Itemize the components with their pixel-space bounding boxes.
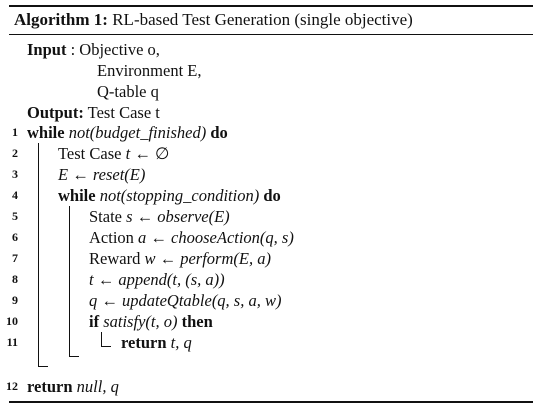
code-variable: q bbox=[89, 291, 98, 310]
return-keyword: return bbox=[121, 333, 167, 352]
then-keyword: then bbox=[181, 312, 213, 331]
code-variable: t bbox=[125, 144, 131, 163]
line-number: 10 bbox=[6, 314, 18, 328]
line-number: 12 bbox=[6, 379, 18, 393]
code-line-6: Action a ← chooseAction(q, s) bbox=[89, 227, 294, 248]
code-variable: a bbox=[138, 228, 147, 247]
input-line: Input : Objective o, bbox=[27, 39, 160, 60]
code-text: State bbox=[89, 207, 127, 226]
code-variable: s bbox=[126, 207, 133, 226]
input-keyword: Input bbox=[27, 40, 67, 59]
code-expression: ← observe(E) bbox=[132, 207, 230, 226]
code-line-9: q ← updateQtable(q, s, a, w) bbox=[89, 290, 281, 311]
if-keyword: if bbox=[89, 312, 100, 331]
return-keyword: return bbox=[27, 377, 73, 396]
inner-while-block-bar bbox=[69, 206, 70, 356]
line-number: 6 bbox=[12, 230, 18, 244]
code-line-11: return t, q bbox=[121, 332, 192, 353]
while-block-end bbox=[38, 366, 48, 367]
caption-title: RL-based Test Generation (single objecti… bbox=[107, 10, 413, 29]
top-rule bbox=[9, 5, 533, 7]
code-line-7: Reward w ← perform(E, a) bbox=[89, 248, 271, 269]
return-values: null, q bbox=[72, 377, 119, 396]
while-block-bar bbox=[38, 143, 39, 366]
loop-condition: not(budget_finished) bbox=[64, 123, 211, 142]
code-line-5: State s ← observe(E) bbox=[89, 206, 230, 227]
line-number: 7 bbox=[12, 251, 18, 265]
output-line: Output: Test Case t bbox=[27, 102, 160, 123]
line-number: 1 bbox=[12, 125, 18, 139]
code-line-3: E ← reset(E) bbox=[58, 164, 145, 185]
code-variable: t bbox=[89, 270, 94, 289]
code-expression: ← perform(E, a) bbox=[155, 249, 271, 268]
line-number: 11 bbox=[6, 335, 18, 349]
line-number: 3 bbox=[12, 167, 18, 181]
code-line-2: Test Case t ← ∅ bbox=[58, 143, 169, 164]
caption-rule bbox=[9, 34, 533, 35]
algorithm-caption: Algorithm 1: RL-based Test Generation (s… bbox=[14, 9, 413, 31]
code-expression: ← updateQtable(q, s, a, w) bbox=[97, 291, 282, 310]
return-values: t, q bbox=[166, 333, 192, 352]
bottom-rule bbox=[9, 401, 533, 403]
code-expression: ← reset(E) bbox=[68, 165, 146, 184]
loop-condition: not(stopping_condition) bbox=[95, 186, 264, 205]
code-line-1: while not(budget_finished) do bbox=[27, 122, 228, 143]
line-number: 4 bbox=[12, 188, 18, 202]
while-keyword: while bbox=[27, 123, 65, 142]
caption-label: Algorithm 1: bbox=[14, 10, 108, 29]
code-line-4: while not(stopping_condition) do bbox=[58, 185, 281, 206]
code-variable: w bbox=[144, 249, 156, 268]
do-keyword: do bbox=[210, 123, 228, 142]
input-item-qtable: Q-table q bbox=[97, 82, 159, 101]
input-item-environment: Environment E, bbox=[97, 61, 202, 80]
code-line-12: return null, q bbox=[27, 376, 119, 397]
output-text: Test Case t bbox=[83, 103, 160, 122]
code-variable: E bbox=[58, 165, 69, 184]
line-number: 2 bbox=[12, 146, 18, 160]
code-line-10: if satisfy(t, o) then bbox=[89, 311, 213, 332]
do-keyword: do bbox=[263, 186, 281, 205]
code-line-8: t ← append(t, (s, a)) bbox=[89, 269, 225, 290]
code-text: Test Case bbox=[58, 144, 126, 163]
while-keyword: while bbox=[58, 186, 96, 205]
line-number: 9 bbox=[12, 293, 18, 307]
code-text: Action bbox=[89, 228, 139, 247]
input-item-objective: Objective o, bbox=[79, 40, 160, 59]
line-number: 8 bbox=[12, 272, 18, 286]
input-colon: : bbox=[66, 40, 80, 59]
if-block-bar bbox=[101, 332, 102, 346]
code-text: Reward bbox=[89, 249, 145, 268]
output-keyword: Output: bbox=[27, 103, 84, 122]
code-expression: ← chooseAction(q, s) bbox=[146, 228, 294, 247]
if-block-end bbox=[101, 346, 111, 347]
inner-while-block-end bbox=[69, 356, 79, 357]
code-expression: ← ∅ bbox=[130, 144, 170, 163]
line-number: 5 bbox=[12, 209, 18, 223]
code-expression: ← append(t, (s, a)) bbox=[93, 270, 225, 289]
if-condition: satisfy(t, o) bbox=[99, 312, 182, 331]
